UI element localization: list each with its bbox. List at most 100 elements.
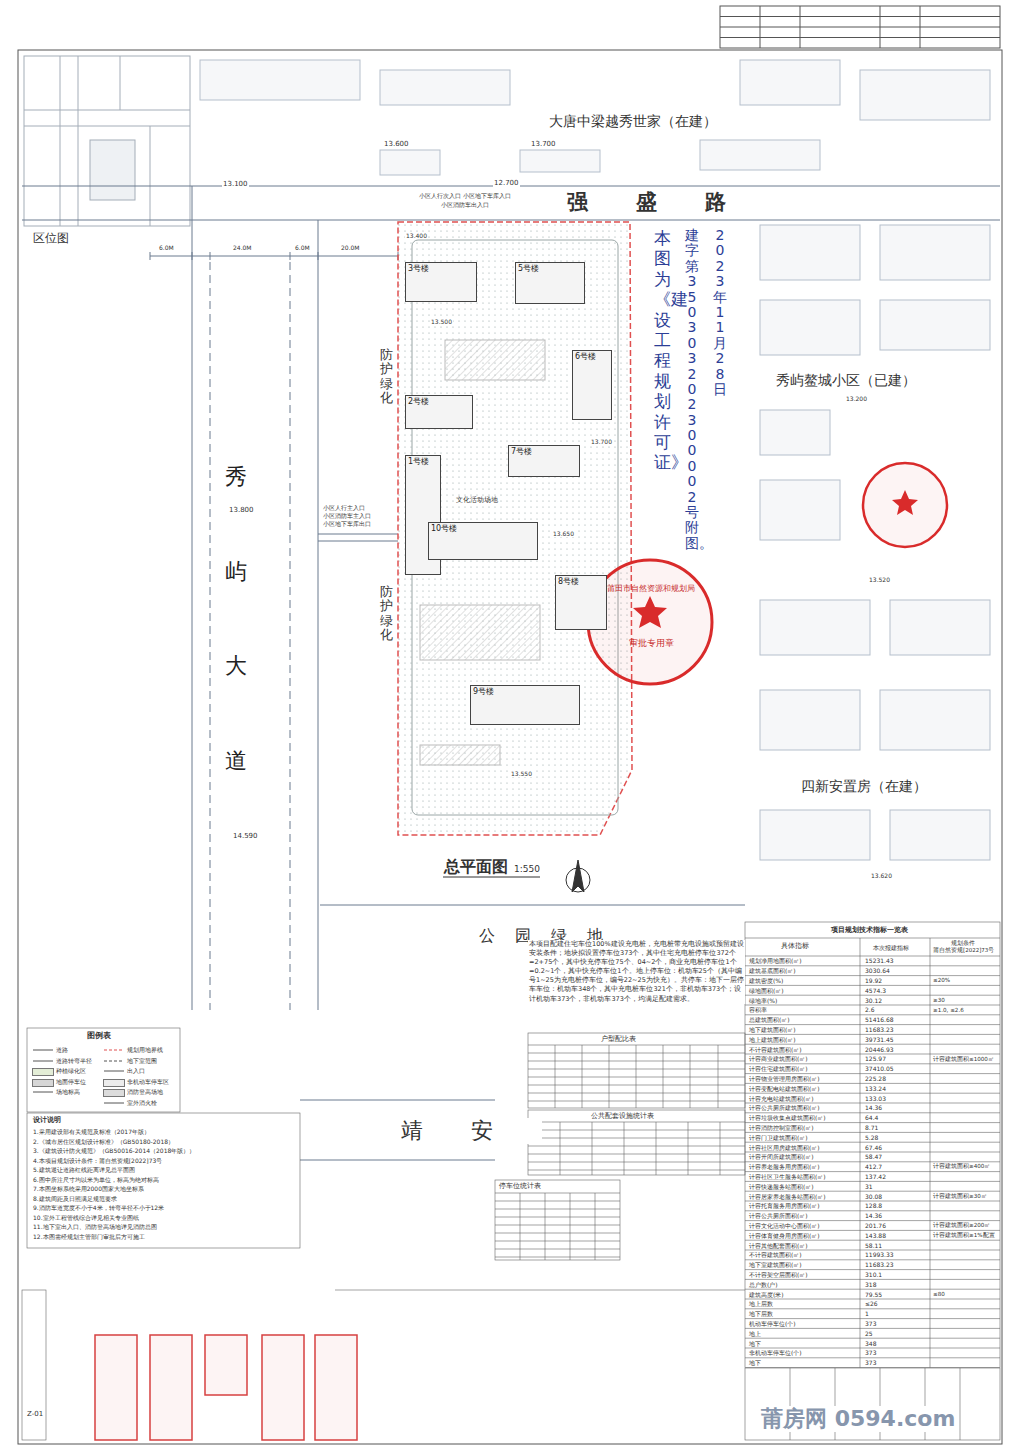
elevation: 13.100 xyxy=(222,180,249,188)
table-cell: 143.88 xyxy=(864,1232,887,1239)
entrance-label: 小区人行主入口 xyxy=(322,504,366,511)
table-cell: 14.36 xyxy=(864,1104,883,1111)
table-cell: 25 xyxy=(864,1330,874,1337)
table-cell: 计容公共厕所建筑面积(㎡) xyxy=(748,1104,821,1111)
table-cell: 79.55 xyxy=(864,1291,883,1298)
building-footprint: 6号楼 xyxy=(572,350,612,420)
table-cell: 5.28 xyxy=(864,1134,879,1141)
table-cell: 30.08 xyxy=(864,1193,883,1200)
building-label: 8号楼 xyxy=(556,576,581,588)
legend-text: 道路转弯半径 xyxy=(56,1057,92,1065)
elevation: 14.590 xyxy=(232,832,259,840)
approval-note: 建字第350303202300002号附图。 xyxy=(684,228,700,551)
elevation: 13.620 xyxy=(870,872,893,879)
legend-swatch xyxy=(32,1068,54,1076)
table-cell: 373 xyxy=(864,1349,877,1356)
elevation: 12.700 xyxy=(493,179,520,187)
note-line: 3.《建筑设计防火规范》（GB50016-2014（2018年版）） xyxy=(32,1147,196,1154)
note-paragraph: 本项目配建住宅车位100%建设充电桩，充电桩带充电设施或预留建设安装条件；地块拟… xyxy=(528,940,745,1004)
table-cell: 计容住宅建筑面积(㎡) xyxy=(748,1065,809,1072)
legend-swatch xyxy=(32,1079,54,1087)
legend-swatch xyxy=(103,1089,125,1097)
table-cell: 318 xyxy=(864,1281,877,1288)
table-cell: 计容开闭所建筑面积(㎡) xyxy=(748,1153,815,1160)
table-cell: 计容建筑面积≥30㎡ xyxy=(932,1193,988,1200)
table-cell: 非机动车停车位(个) xyxy=(748,1349,803,1356)
legend-line-sample xyxy=(103,1099,125,1107)
table-cell: 计容充电站建筑面积(㎡) xyxy=(748,1095,815,1102)
dimension: 6.0M xyxy=(158,244,175,251)
table-cell: 计容文化活动中心面积(㎡) xyxy=(748,1222,821,1229)
table-cell: ≥30 xyxy=(932,997,946,1004)
table-cell: 128.8 xyxy=(864,1202,883,1209)
table-cell: 计容消防控制室面积(㎡) xyxy=(748,1124,815,1131)
note-line: 2.《城市居住区规划设计标准》（GB50180-2018） xyxy=(32,1138,175,1145)
table-cell: 计容社区用房建筑面积(㎡) xyxy=(748,1144,821,1151)
note-line: 1.采用建设部有关规范及标准（2017年版） xyxy=(32,1128,151,1135)
building-label: 3号楼 xyxy=(406,263,431,275)
elevation: 13.800 xyxy=(228,506,255,514)
table-cell: ≤80 xyxy=(932,1291,946,1298)
sheet-number: Z-01 xyxy=(26,1410,44,1418)
table-cell: 计容居家养老服务站面积(㎡) xyxy=(748,1193,827,1200)
legend-text: 场地标高 xyxy=(56,1088,80,1096)
elevation: 13.550 xyxy=(510,770,533,777)
legend-line xyxy=(104,1071,124,1072)
table-cell: 建筑高度(米) xyxy=(748,1291,785,1298)
legend-line-sample xyxy=(103,1067,125,1075)
dimension: 20.0M xyxy=(340,244,361,251)
legend-line xyxy=(104,1102,124,1103)
building-footprint: 2号楼 xyxy=(405,395,473,429)
table-cell: 机动车停车位(个) xyxy=(748,1320,797,1327)
table-cell: 225.28 xyxy=(864,1075,887,1082)
stamp-text: 莆田市自然资源和规划局 xyxy=(606,584,696,594)
stamp-text: 审批专用章 xyxy=(628,638,675,649)
table-cell: 310.1 xyxy=(864,1271,883,1278)
legend-swatch xyxy=(103,1079,125,1087)
table-cell: 1 xyxy=(864,1310,870,1317)
table-cell: 11993.33 xyxy=(864,1251,895,1258)
table-cell: 39731.45 xyxy=(864,1036,895,1043)
table-cell: 计容建筑面积≥200㎡ xyxy=(932,1222,991,1229)
note-line: 8.建筑间距及日照满足规范要求 xyxy=(32,1195,118,1202)
table-cell: 11683.23 xyxy=(864,1261,895,1268)
table-cell: 地上建筑面积(㎡) xyxy=(748,1036,797,1043)
table-cell: 14.36 xyxy=(864,1212,883,1219)
legend-text: 地下室范围 xyxy=(127,1057,157,1065)
drawing-title: 总平面图 xyxy=(443,857,509,876)
map-label: 区位图 xyxy=(32,231,70,245)
table-cell: 计容托育服务用房面积(㎡) xyxy=(748,1202,821,1209)
legend-text: 室外消火栓 xyxy=(127,1099,157,1107)
existing-buildings-east xyxy=(760,225,990,860)
table-cell: 计容养老服务用房面积(㎡) xyxy=(748,1163,821,1170)
table-cell: 绿地面积(㎡) xyxy=(748,987,785,994)
note-line: 5.建筑退让道路红线距离详见总平面图 xyxy=(32,1166,136,1173)
building-footprint: 3号楼 xyxy=(405,262,477,302)
table-cell: 不计容建筑面积(㎡) xyxy=(748,1046,803,1053)
drawing-frame xyxy=(18,6,1002,1444)
table-cell: 计容商业建筑面积(㎡) xyxy=(748,1055,809,1062)
table-cell: 19.92 xyxy=(864,977,883,984)
approval-note: 本图为《建设工程规划许可证》 xyxy=(653,228,672,473)
table-cell: 建筑基底面积(㎡) xyxy=(748,967,797,974)
table-cell: 20446.93 xyxy=(864,1046,895,1053)
legend-line xyxy=(104,1050,124,1051)
table-cell: 地下 xyxy=(748,1359,762,1366)
dimension: 24.0M xyxy=(232,244,253,251)
table-cell: 绿地率(%) xyxy=(748,997,778,1004)
table-cell: 125.97 xyxy=(864,1055,887,1062)
elevation: 13.500 xyxy=(430,318,453,325)
table-cell: 31 xyxy=(864,1183,874,1190)
table-cell: 3030.64 xyxy=(864,967,891,974)
table-title: 停车位统计表 xyxy=(498,1182,542,1190)
table-title: 项目规划技术指标一览表 xyxy=(830,926,909,934)
table-cell: 计容建筑面积≤1000㎡ xyxy=(932,1056,995,1063)
table-cell: 地下室建筑面积(㎡) xyxy=(748,1261,803,1268)
legend-line xyxy=(33,1060,53,1061)
table-cell: 计容垃圾收集点建筑面积(㎡) xyxy=(748,1114,827,1121)
legend-text: 非机动车停车区 xyxy=(127,1078,169,1086)
building-footprint: 8号楼 xyxy=(555,575,607,630)
table-cell: 地下建筑面积(㎡) xyxy=(748,1026,797,1033)
building-label: 9号楼 xyxy=(471,686,496,698)
table-cell: 37410.05 xyxy=(864,1065,895,1072)
